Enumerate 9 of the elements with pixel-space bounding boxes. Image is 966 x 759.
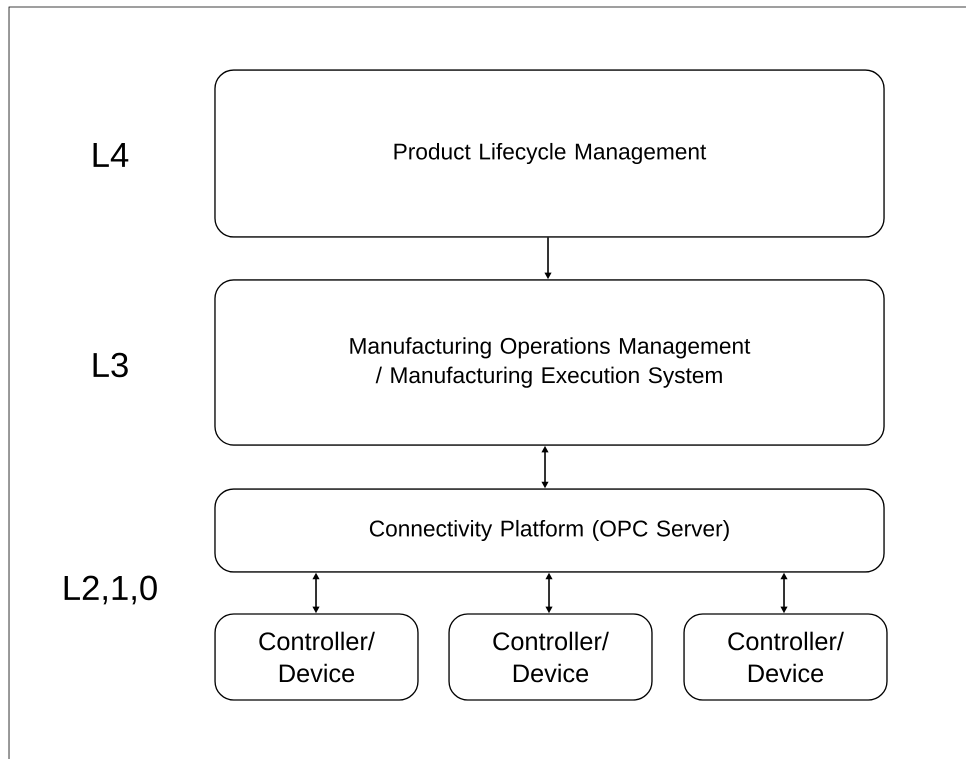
process-box: Product Lifecycle Management <box>214 69 885 238</box>
process-box: Connectivity Platform (OPC Server) <box>214 488 885 573</box>
level-label: L4 <box>94 143 128 167</box>
device-box: Controller/ Device <box>683 613 888 701</box>
device-box: Controller/ Device <box>214 613 419 701</box>
process-box: Manufacturing Operations Management / Manufacturing Execution System <box>214 279 885 446</box>
device-box: Controller/ Device <box>448 613 653 701</box>
level-label: L2,1,0 <box>64 576 157 604</box>
level-label: L3 <box>94 352 128 378</box>
